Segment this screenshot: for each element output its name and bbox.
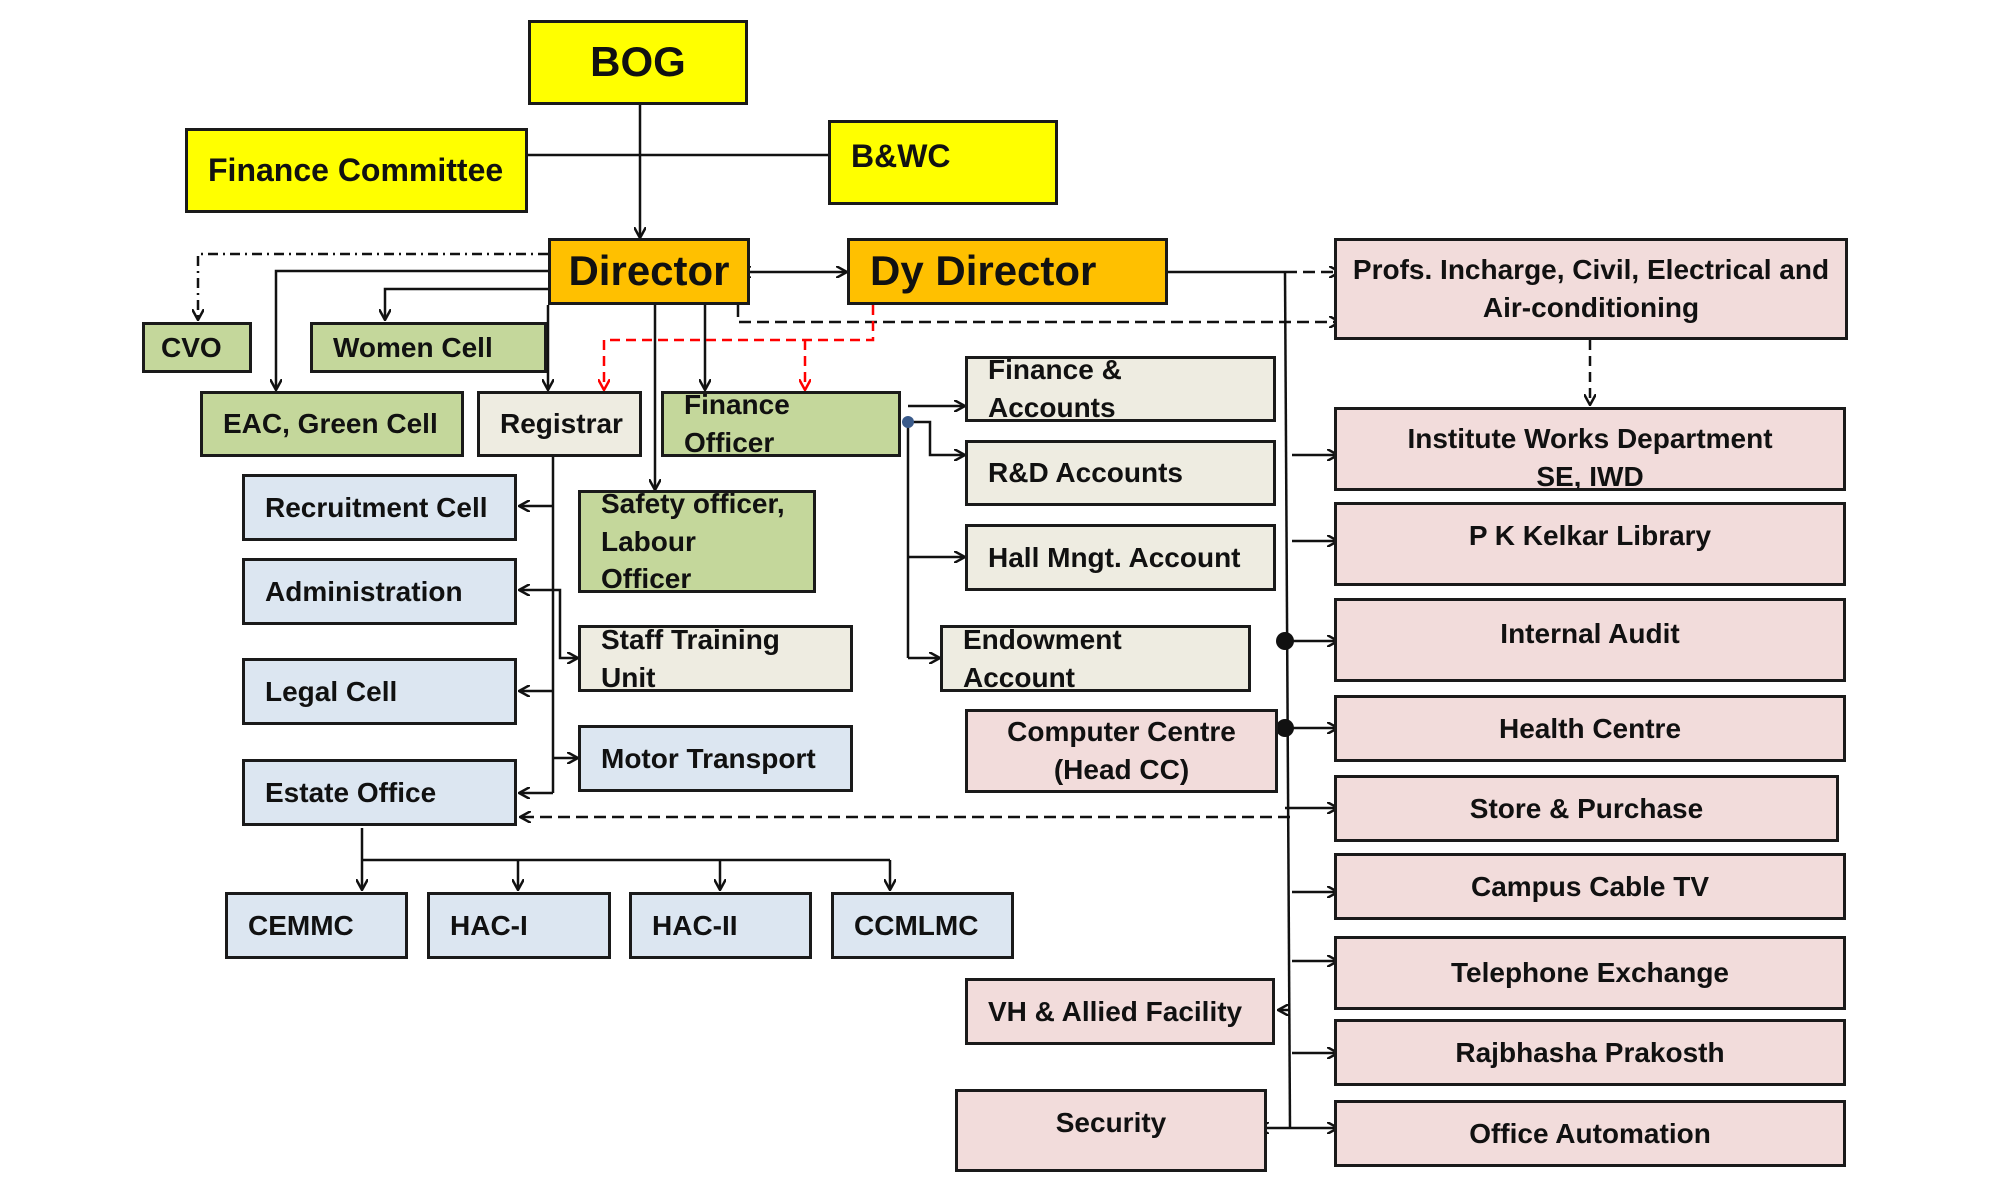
- junction-dot-fo: [902, 416, 914, 428]
- motor-transport-label: Motor Transport: [601, 742, 816, 774]
- rajbhasha-prakosth-box[interactable]: Rajbhasha Prakosth: [1334, 1019, 1846, 1086]
- hall-mngt-account-label: Hall Mngt. Account: [988, 541, 1241, 573]
- profs-incharge-line1: Profs. Incharge, Civil, Electrical and: [1352, 254, 1830, 286]
- finance-committee-box[interactable]: Finance Committee: [185, 128, 528, 213]
- ccmlmc-label: CCMLMC: [854, 909, 979, 941]
- finance-accounts-label: Finance & Accounts: [988, 354, 1122, 423]
- cvo-label: CVO: [161, 331, 222, 363]
- internal-audit-box[interactable]: Internal Audit: [1334, 598, 1846, 682]
- junction-dot-audit: [1276, 632, 1294, 650]
- telephone-exchange-label: Telephone Exchange: [1451, 957, 1729, 989]
- bwc-box[interactable]: B&WC: [828, 120, 1058, 205]
- office-automation-label: Office Automation: [1469, 1117, 1711, 1149]
- endowment-account-box[interactable]: Endowment Account: [940, 624, 1251, 693]
- store-purchase-label: Store & Purchase: [1469, 792, 1704, 824]
- ccmlmc-box[interactable]: CCMLMC: [831, 892, 1014, 959]
- estate-office-box[interactable]: Estate Office: [242, 759, 517, 826]
- estate-office-label: Estate Office: [265, 776, 437, 808]
- recruitment-cell-box[interactable]: Recruitment Cell: [242, 474, 517, 541]
- health-centre-box[interactable]: Health Centre: [1334, 695, 1846, 762]
- computer-centre-line1: Computer Centre: [1007, 716, 1236, 748]
- staff-training-unit-box[interactable]: Staff Training Unit: [578, 624, 853, 693]
- director-to-women-line: [385, 287, 548, 320]
- motor-transport-box[interactable]: Motor Transport: [578, 725, 853, 792]
- finance-officer-box[interactable]: Finance Officer: [661, 389, 901, 458]
- campus-cable-tv-label: Campus Cable TV: [1470, 870, 1710, 902]
- vh-allied-facility-label: VH & Allied Facility: [988, 995, 1243, 1027]
- computer-centre-box[interactable]: Computer Centre (Head CC): [965, 709, 1278, 793]
- cemmc-box[interactable]: CEMMC: [225, 892, 408, 959]
- legal-cell-box[interactable]: Legal Cell: [242, 658, 517, 725]
- computer-centre-line2: (Head CC): [1053, 754, 1190, 785]
- registrar-box[interactable]: Registrar: [477, 391, 642, 457]
- administration-label: Administration: [265, 575, 463, 607]
- legal-cell-label: Legal Cell: [265, 675, 398, 707]
- rd-accounts-label: R&D Accounts: [988, 457, 1183, 489]
- staff-training-unit-label: Staff Training Unit: [601, 623, 780, 693]
- cvo-box[interactable]: CVO: [142, 322, 252, 373]
- eac-green-cell-box[interactable]: EAC, Green Cell: [200, 391, 464, 457]
- right-bus-line: [1283, 271, 1292, 1129]
- security-label: Security: [1055, 1107, 1167, 1138]
- iwd-line1: Institute Works Department: [1407, 423, 1773, 454]
- store-purchase-box[interactable]: Store & Purchase: [1334, 775, 1839, 842]
- finance-committee-label: Finance Committee: [208, 151, 504, 188]
- finance-officer-label: Finance Officer: [684, 389, 790, 458]
- eac-green-cell-label: EAC, Green Cell: [223, 408, 438, 440]
- vh-allied-facility-box[interactable]: VH & Allied Facility: [965, 978, 1275, 1045]
- registrar-label: Registrar: [500, 408, 623, 440]
- iwd-line2: SE, IWD: [1536, 460, 1644, 491]
- junction-dot-health: [1276, 719, 1294, 737]
- hac-i-label: HAC-I: [450, 909, 528, 941]
- security-box[interactable]: Security: [955, 1089, 1267, 1172]
- bwc-label: B&WC: [851, 138, 951, 174]
- library-label: P K Kelkar Library: [1468, 520, 1712, 551]
- internal-audit-label: Internal Audit: [1500, 618, 1680, 649]
- hac-ii-label: HAC-II: [652, 909, 738, 941]
- safety-officer-line2: Labour Officer: [601, 525, 696, 595]
- campus-cable-tv-box[interactable]: Campus Cable TV: [1334, 853, 1846, 920]
- rd-accounts-box[interactable]: R&D Accounts: [965, 440, 1276, 506]
- recruitment-cell-label: Recruitment Cell: [265, 491, 488, 523]
- bog-box[interactable]: BOG: [528, 20, 748, 105]
- dydirector-to-registrar-line: [604, 305, 875, 390]
- women-cell-label: Women Cell: [333, 331, 493, 363]
- bog-label: BOG: [590, 38, 686, 86]
- rajbhasha-prakosth-label: Rajbhasha Prakosth: [1455, 1036, 1725, 1068]
- finance-accounts-box[interactable]: Finance & Accounts: [965, 354, 1276, 423]
- hall-mngt-account-box[interactable]: Hall Mngt. Account: [965, 524, 1276, 591]
- hac-ii-box[interactable]: HAC-II: [629, 892, 812, 959]
- cemmc-label: CEMMC: [248, 909, 354, 941]
- women-cell-box[interactable]: Women Cell: [310, 322, 547, 373]
- dy-director-label: Dy Director: [870, 247, 1097, 295]
- hac-i-box[interactable]: HAC-I: [427, 892, 611, 959]
- library-box[interactable]: P K Kelkar Library: [1334, 502, 1846, 586]
- director-to-cvo-line: [198, 252, 548, 320]
- profs-incharge-line2: Air-conditioning: [1482, 292, 1700, 323]
- administration-box[interactable]: Administration: [242, 558, 517, 625]
- profs-incharge-box[interactable]: Profs. Incharge, Civil, Electrical and A…: [1334, 238, 1848, 340]
- safety-officer-box[interactable]: Safety officer, Labour Officer: [578, 488, 816, 594]
- dy-director-box[interactable]: Dy Director: [847, 238, 1168, 305]
- safety-officer-line1: Safety officer,: [601, 487, 785, 519]
- director-to-profs-line: [736, 305, 1340, 322]
- director-box[interactable]: Director: [548, 238, 750, 305]
- health-centre-label: Health Centre: [1498, 712, 1682, 744]
- office-automation-box[interactable]: Office Automation: [1334, 1100, 1846, 1167]
- director-to-eac-line: [276, 269, 548, 390]
- director-label: Director: [568, 247, 730, 295]
- iwd-box[interactable]: Institute Works Department SE, IWD: [1334, 407, 1846, 491]
- telephone-exchange-box[interactable]: Telephone Exchange: [1334, 936, 1846, 1010]
- endowment-account-label: Endowment Account: [963, 623, 1122, 693]
